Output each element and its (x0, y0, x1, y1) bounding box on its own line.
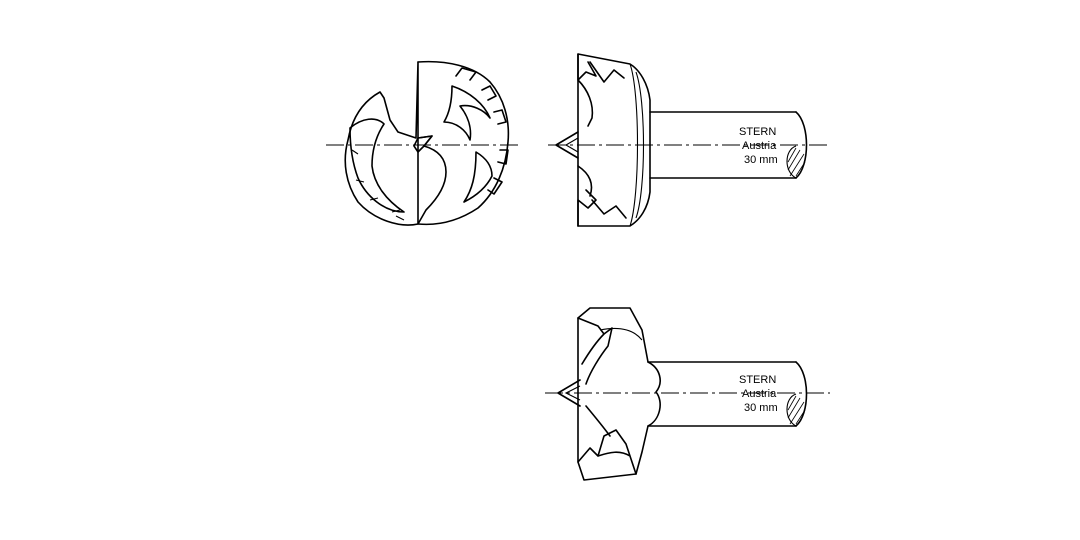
top-shank-label-line3: 30 mm (744, 154, 778, 166)
end-view-left-crescent (349, 118, 405, 213)
bottom-view-lower-teeth (577, 405, 637, 475)
top-view-center-spur (555, 131, 579, 159)
top-view-cutter-rim (629, 63, 645, 227)
bottom-view-hatching (787, 395, 806, 425)
top-view-shank-break (795, 111, 808, 179)
end-view-drill-bit (326, 60, 518, 226)
bottom-view-shank-break (795, 361, 808, 427)
top-shank-label-line2: Austria (742, 140, 777, 152)
bottom-view-cutter-head (577, 307, 661, 481)
top-view-upper-teeth (577, 53, 625, 127)
end-view-left-rim (351, 149, 405, 221)
bottom-side-view-drill-bit: STERN Austria 30 mm (545, 307, 830, 481)
end-view-right-lower-cut (463, 151, 493, 203)
top-view-cutter-body (577, 53, 651, 227)
top-view-center-spur-inner (564, 137, 579, 153)
top-view-shank (649, 111, 797, 179)
bottom-shank-label-line3: 30 mm (744, 402, 778, 414)
top-side-view-drill-bit: STERN Austria 30 mm (548, 53, 830, 227)
top-view-hatching (787, 147, 806, 177)
top-view-lower-teeth (577, 165, 627, 227)
end-view-left-half (344, 61, 419, 226)
end-view-right-crescent (443, 85, 491, 141)
bottom-view-upper-wing (599, 327, 643, 341)
bottom-view-upper-teeth (577, 317, 613, 385)
end-view-right-half (417, 60, 510, 226)
end-view-center-spur (413, 135, 433, 153)
top-shank-label-line1: STERN (739, 126, 776, 138)
bottom-shank-label-line2: Austria (742, 388, 777, 400)
bottom-view-center-spur-inner (564, 385, 581, 401)
top-view-shank-break-inner (786, 145, 797, 179)
bottom-view-shank (647, 361, 797, 427)
bottom-view-center-spur (557, 379, 581, 407)
bottom-view-shank-break-inner (786, 393, 797, 427)
bottom-shank-label-line1: STERN (739, 374, 776, 386)
end-view-right-rim (455, 67, 509, 195)
